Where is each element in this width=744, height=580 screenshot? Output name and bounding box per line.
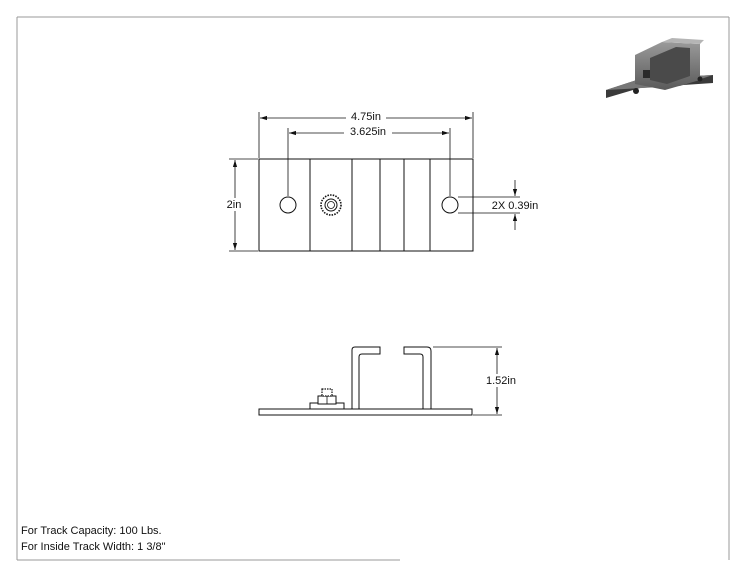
- isometric-preview: [606, 38, 713, 98]
- stud-nut: [320, 194, 342, 216]
- base-plate-profile: [258, 408, 473, 416]
- top-view: 4.75in 3.625in 2in 2X 0.39in: [224, 110, 542, 252]
- note-track-capacity: For Track Capacity: 100 Lbs.: [21, 525, 162, 537]
- stud-bolt: [309, 388, 345, 410]
- side-view: 1.52in: [258, 346, 521, 416]
- dim-overall-width: 4.75in: [351, 111, 381, 123]
- dim-hole-spacing: 3.625in: [350, 126, 386, 138]
- dim-height: 2in: [227, 199, 242, 211]
- dim-hole-diameter: 2X 0.39in: [492, 200, 538, 212]
- note-inside-track-width: For Inside Track Width: 1 3/8": [21, 541, 166, 553]
- channel-wall-right: [403, 346, 432, 410]
- channel-wall-left: [351, 346, 381, 410]
- mounting-hole-right: [441, 196, 459, 214]
- dim-track-height: 1.52in: [486, 375, 516, 387]
- mounting-hole-left: [279, 196, 297, 214]
